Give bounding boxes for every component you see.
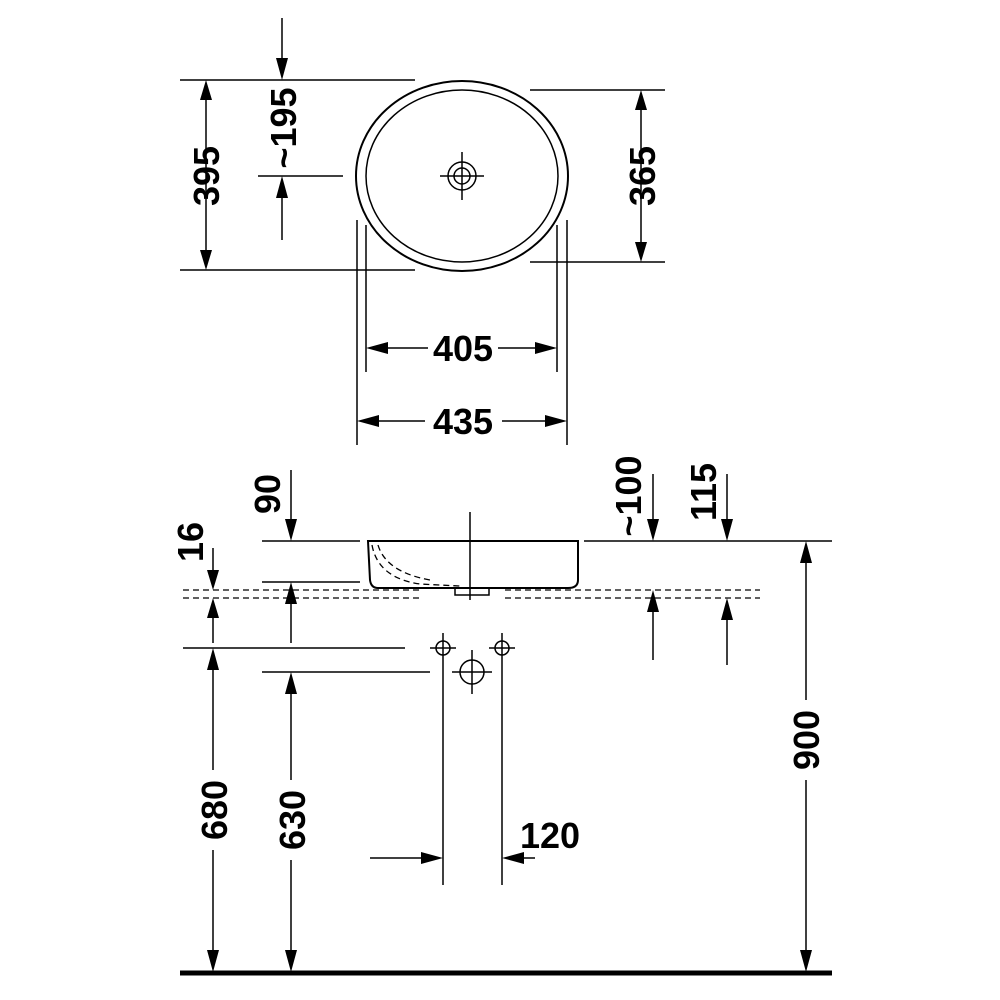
dimension-120: 120 [370,815,580,864]
dimension-195: ~195 [263,18,304,240]
waste-connection [452,650,492,694]
label-90: 90 [247,474,288,514]
label-395: 395 [186,146,227,206]
dimension-395: 395 [186,80,227,270]
label-900: 900 [786,710,827,770]
dimension-630: 630 [272,672,313,972]
dimension-435: 435 [357,401,567,442]
label-120: 120 [520,815,580,856]
label-100: ~100 [608,455,649,536]
label-680: 680 [194,780,235,840]
dimension-900: 900 [786,541,827,972]
basin-inner-rim [365,89,559,263]
drain-symbol [440,152,484,200]
dimension-680: 680 [194,648,235,972]
label-405: 405 [433,328,493,369]
dimension-100: ~100 [608,455,659,660]
supply-connection-left [430,633,456,662]
basin-profile [366,512,579,600]
label-435: 435 [433,401,493,442]
label-365: 365 [622,146,663,206]
top-view: 395 ~195 365 405 [180,18,665,445]
side-view: 90 16 ~100 115 [170,455,832,976]
dimension-16: 16 [170,522,219,643]
label-115: 115 [683,463,724,521]
basin-outer-rim [355,80,569,272]
label-630: 630 [272,790,313,850]
dimension-115: 115 [683,463,733,665]
dimension-90: 90 [247,470,297,643]
label-16: 16 [170,522,211,562]
dimension-365: 365 [622,90,663,262]
supply-connection-right [489,633,515,662]
dimension-405: 405 [366,328,557,369]
label-195: ~195 [263,87,304,168]
